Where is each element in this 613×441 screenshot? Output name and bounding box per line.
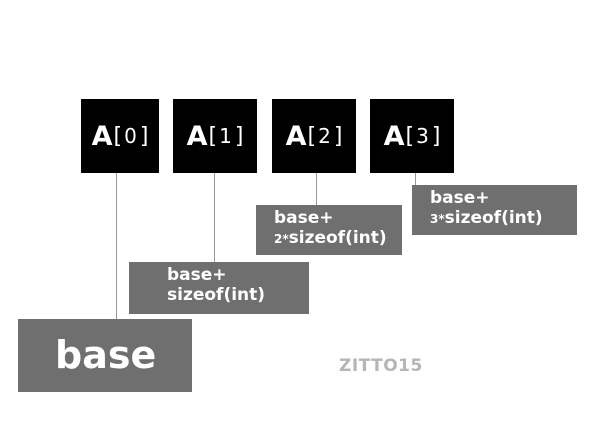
cell-name: A (285, 120, 307, 152)
address-sizeof: sizeof(int) (288, 228, 387, 248)
cell-index: 2 (318, 124, 331, 148)
address-line1: base+ (274, 208, 334, 228)
array-cell-2: A[2] (272, 99, 356, 173)
watermark: ZITTO15 (339, 356, 423, 376)
base-label-box: base (18, 319, 192, 392)
address-multiplier: 2* (274, 232, 289, 246)
address-label-3: base+ 3*sizeof(int) (412, 185, 577, 235)
address-line2: 3*sizeof(int) (430, 208, 577, 229)
cell-close-bracket: ] (333, 123, 343, 149)
address-label-1: base+ sizeof(int) (129, 262, 309, 314)
address-line1: base+ (430, 188, 490, 208)
connector-a3 (415, 173, 416, 185)
cell-name: A (91, 120, 113, 152)
cell-open-bracket: [ (113, 123, 123, 149)
array-cell-1: A[1] (173, 99, 257, 173)
cell-index: 3 (416, 124, 429, 148)
cell-open-bracket: [ (208, 123, 218, 149)
address-sizeof: sizeof(int) (167, 285, 266, 305)
cell-index: 0 (124, 124, 137, 148)
array-cell-3: A[3] (370, 99, 454, 173)
connector-a0 (116, 173, 117, 319)
connector-a2 (316, 173, 317, 205)
connector-a1 (214, 173, 215, 262)
cell-open-bracket: [ (307, 123, 317, 149)
address-line2: sizeof(int) (167, 285, 309, 306)
address-multiplier: 3* (430, 212, 445, 226)
address-sizeof: sizeof(int) (444, 208, 543, 228)
cell-index: 1 (219, 124, 232, 148)
cell-close-bracket: ] (234, 123, 244, 149)
cell-close-bracket: ] (431, 123, 441, 149)
cell-close-bracket: ] (139, 123, 149, 149)
array-cell-0: A[0] (81, 99, 159, 173)
address-label-2: base+ 2*sizeof(int) (256, 205, 402, 255)
cell-open-bracket: [ (405, 123, 415, 149)
address-line2: 2*sizeof(int) (274, 228, 402, 249)
address-line1: base+ (167, 265, 227, 285)
cell-name: A (186, 120, 208, 152)
cell-name: A (383, 120, 405, 152)
